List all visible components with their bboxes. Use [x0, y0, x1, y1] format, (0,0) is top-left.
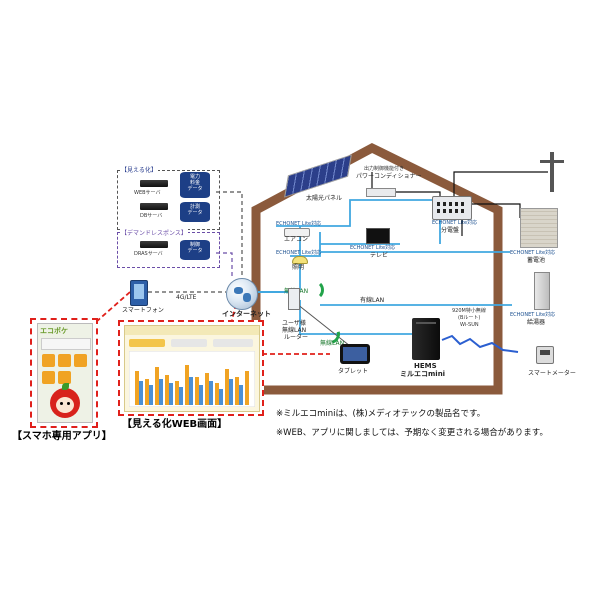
aircon-echonet: ECHONET Lite対応: [276, 221, 322, 227]
lighting-echonet: ECHONET Lite対応: [276, 250, 322, 256]
lighting-icon: [292, 256, 308, 264]
water-heater-icon: [534, 272, 550, 310]
web-screen: [124, 325, 260, 412]
measurement-data-cylinder: 計測データ: [180, 202, 210, 222]
wired-lan-label: 有線LAN: [360, 297, 385, 304]
web-bar-chart: [129, 351, 255, 407]
web-screen-box: [118, 320, 264, 416]
dr-group-title: 【デマンドレスポンス】: [120, 228, 188, 237]
water-heater-label: 給湯器: [527, 319, 546, 326]
tv-echonet: ECHONET Lite対応: [350, 245, 396, 251]
lighting-label: 照明: [292, 264, 305, 271]
aircon-label: エアコン: [284, 236, 309, 243]
visualize-group-title: 【見える化】: [120, 165, 158, 174]
dashed-web-line: [216, 191, 243, 278]
hems-label-1: HEMS: [414, 362, 437, 370]
distribution-board-icon: [432, 196, 472, 220]
note-2: ※WEB、アプリに関しましては、予期なく変更される場合があります。: [276, 428, 548, 438]
hems-device-icon: [412, 318, 440, 360]
smart-meter-icon: [536, 346, 554, 364]
app-tile-5[interactable]: [58, 371, 71, 384]
router-tablet-line: [291, 299, 351, 347]
wisun-label-3: Wi-SUN: [460, 322, 479, 328]
wisun-label-1: 920M特小無線: [452, 308, 486, 314]
router-label-3: ルーター: [284, 334, 309, 341]
wireless-lan-label-2: 無線LAN: [320, 340, 345, 347]
blue-line-trunk: [299, 199, 440, 290]
tv-label: テレビ: [370, 252, 389, 259]
black-line-pole: [453, 171, 548, 198]
tv-icon: [366, 228, 390, 244]
storage-battery-label: 蓄電池: [527, 257, 546, 264]
blue-line-router-hems: [299, 300, 412, 335]
web-server-icon: [140, 180, 168, 187]
power-data-cylinder: 電力料金データ: [180, 172, 210, 198]
mascot-icon: [50, 383, 80, 418]
dashed-dr-line: [216, 252, 233, 278]
dras-server-label: DRASサーバ: [134, 251, 163, 257]
router-icon: [288, 288, 300, 310]
db-server-label: DBサーバ: [140, 213, 163, 219]
storage-battery-icon: [520, 208, 558, 248]
utility-pole-icon: [550, 152, 554, 192]
smartphone-icon: [130, 280, 148, 306]
internet-label: インターネット: [222, 310, 271, 318]
lte-label: 4G/LTE: [176, 294, 197, 301]
wisun-line: [441, 334, 519, 353]
internet-globe-icon: [226, 278, 258, 310]
wisun-label-2: (Bルート): [458, 315, 481, 321]
power-conditioner-icon: [366, 188, 396, 197]
hems-label-2: ミルエコmini: [400, 370, 446, 378]
app-tile-1[interactable]: [42, 354, 55, 367]
utility-pole-crossbar: [540, 160, 564, 163]
smartphone-label: スマートフォン: [122, 307, 164, 314]
dras-server-icon: [140, 241, 168, 248]
distribution-board-echonet: ECHONET Lite対応: [432, 220, 478, 226]
db-server-icon: [140, 203, 168, 210]
aircon-icon: [284, 228, 310, 237]
tablet-icon: [340, 344, 370, 364]
tablet-label: タブレット: [338, 368, 369, 375]
distribution-board-label: 分電盤: [441, 227, 460, 234]
control-data-cylinder: 制御データ: [180, 240, 210, 260]
app-tile-3[interactable]: [74, 354, 87, 367]
app-tile-4[interactable]: [42, 371, 55, 384]
app-label: 【スマホ専用アプリ】: [12, 431, 112, 442]
app-screen: エコポケ: [37, 323, 93, 423]
storage-battery-echonet: ECHONET Lite対応: [510, 250, 556, 256]
power-conditioner-label-2: パワーコンディショナー: [356, 173, 422, 180]
app-screen-box: エコポケ: [30, 318, 98, 428]
water-heater-echonet: ECHONET Lite対応: [510, 312, 556, 318]
router-label-2: 無線LAN: [282, 327, 307, 334]
app-tile-2[interactable]: [58, 354, 71, 367]
note-1: ※ミルエコminiは、(株)メディオテックの製品名です。: [276, 409, 486, 419]
solar-panel-label: 太陽光パネル: [306, 195, 343, 202]
power-conditioner-label-1: 出力制御機能付き: [364, 166, 405, 172]
web-label: 【見える化WEB画面】: [122, 419, 228, 430]
smart-meter-label: スマートメーター: [528, 370, 576, 377]
web-server-label: WEBサーバ: [134, 190, 161, 196]
router-label-1: ユーザ様: [282, 320, 306, 327]
wifi-icon-1: [304, 280, 324, 300]
app-logo: エコポケ: [40, 327, 68, 335]
